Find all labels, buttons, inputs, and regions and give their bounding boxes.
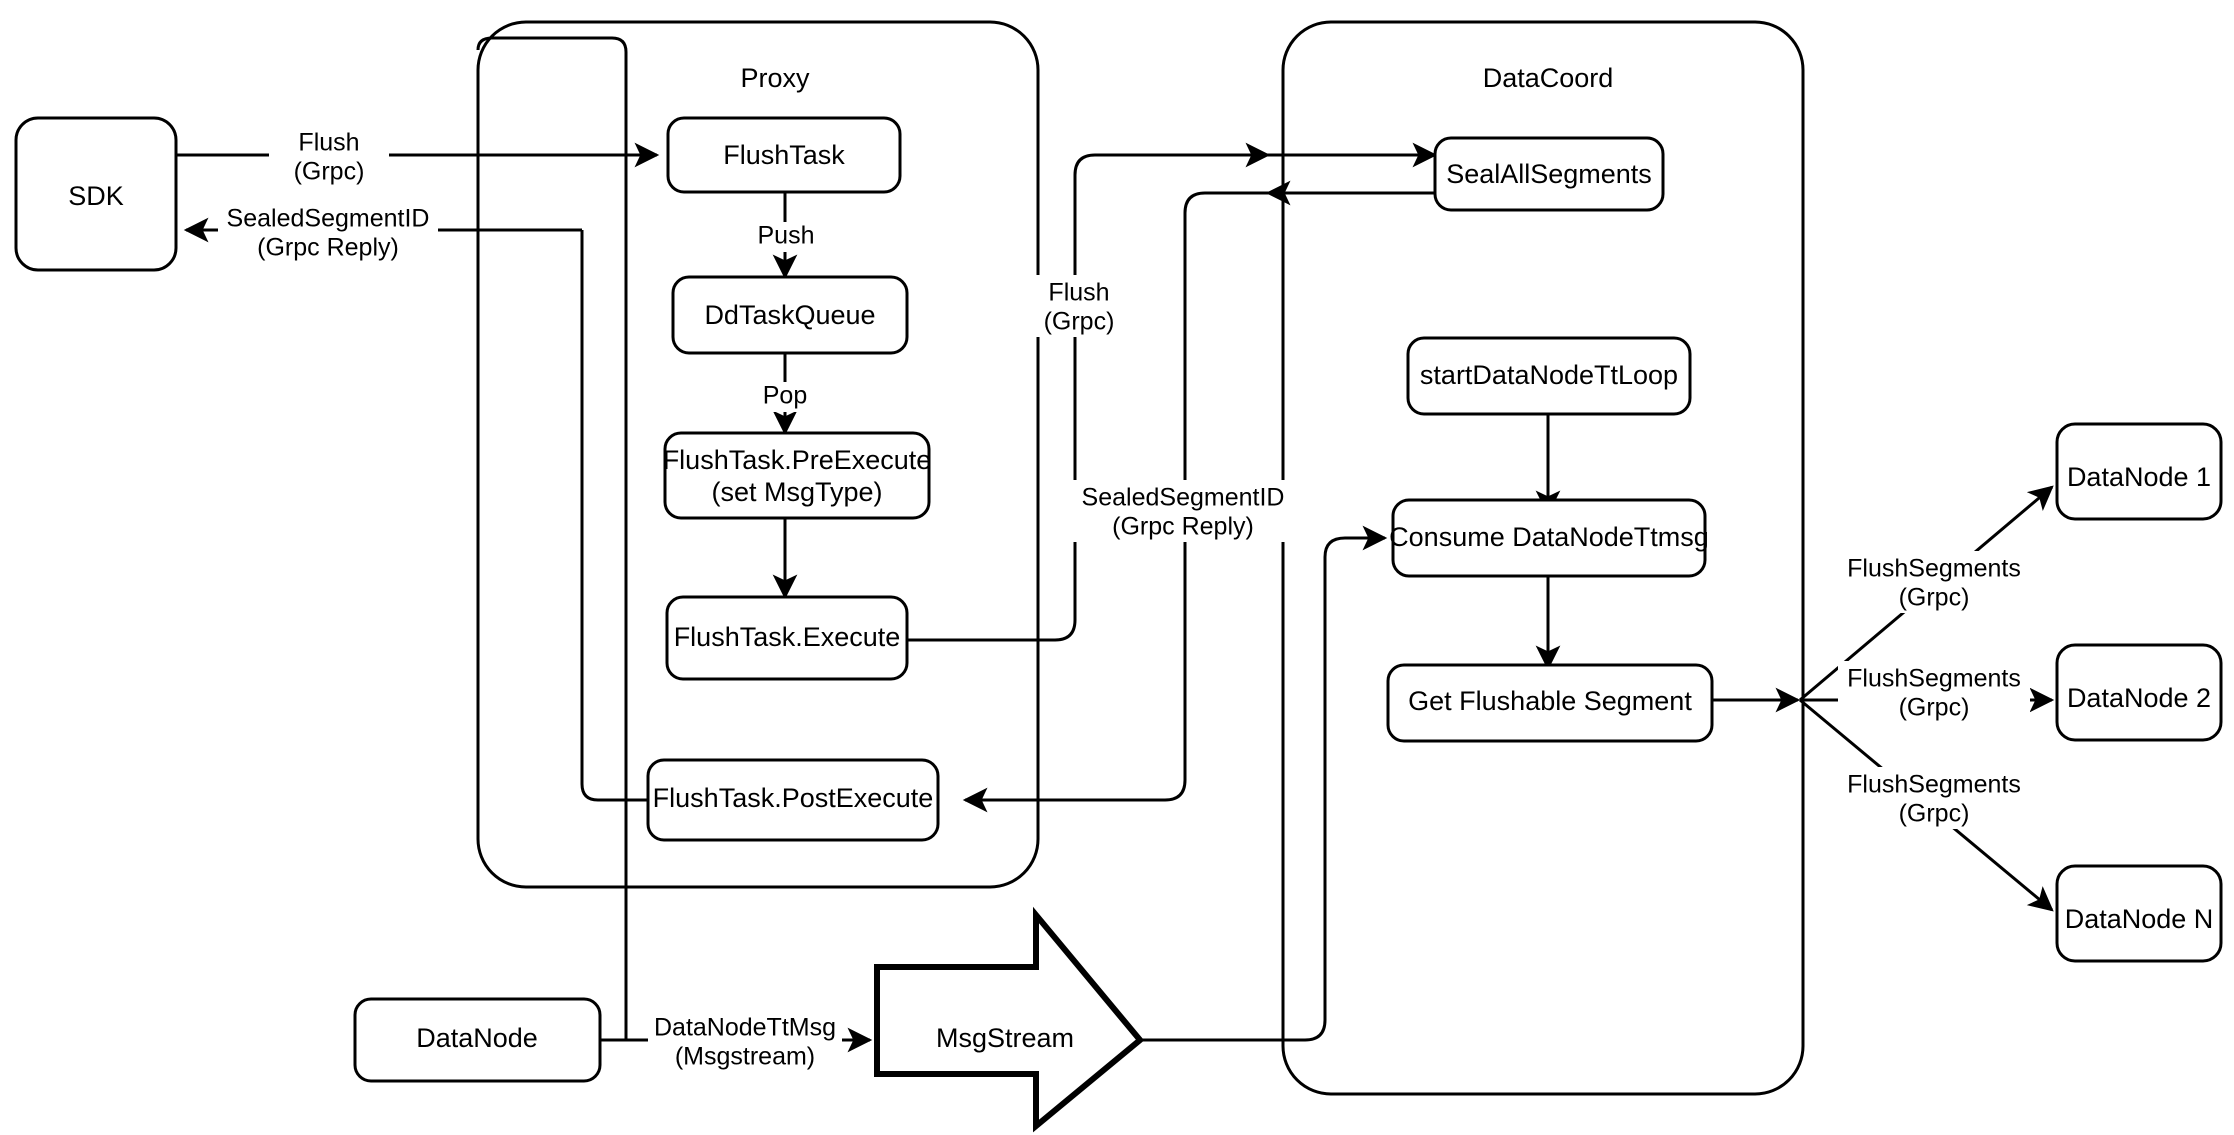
edge-label-flushsegments-1-line1: FlushSegments — [1847, 555, 2021, 583]
edge-label-flush-grpc-rail-line2: (Grpc) — [1044, 308, 1115, 336]
node-msgstream[interactable]: MsgStream — [874, 906, 1145, 1133]
node-flushtask[interactable]: FlushTask — [666, 116, 902, 194]
node-datanode2[interactable]: DataNode 2 — [2055, 643, 2223, 742]
edge-label-pop-text: Pop — [763, 382, 807, 410]
edge-label-datanodettmsg-line2: (Msgstream) — [675, 1043, 815, 1071]
proxy-container-outline — [476, 20, 1040, 889]
node-getflushablesegment-box[interactable] — [1386, 663, 1714, 743]
node-ddtaskqueue-label: DdTaskQueue — [704, 300, 875, 330]
edge-label-push-text: Push — [758, 222, 815, 250]
node-datanode2-box[interactable] — [2055, 643, 2223, 742]
node-sdk-label: SDK — [68, 181, 124, 211]
edge-label-flushsegments-2-line2: (Grpc) — [1899, 694, 1970, 722]
edge-execute-to-sealallsegments — [907, 142, 1271, 642]
node-datanode1-label: DataNode 1 — [2067, 462, 2211, 492]
node-sdk-box[interactable] — [14, 116, 178, 272]
node-postexecute[interactable]: FlushTask.PostExecute — [646, 758, 940, 842]
edge-label-datanodettmsg-line1: DataNodeTtMsg — [654, 1014, 836, 1042]
edge-label-flush-grpc-rail-line1: Flush — [1048, 279, 1109, 307]
node-sealallsegments[interactable]: SealAllSegments — [1433, 136, 1665, 212]
node-consumedatanodettmsg-box[interactable] — [1391, 498, 1707, 578]
edge-label-flushsegments-1: FlushSegments (Grpc) — [1838, 551, 2030, 613]
node-datanode1[interactable]: DataNode 1 — [2055, 422, 2223, 521]
edge-label-flush-grpc-rail: Flush (Grpc) — [1028, 275, 1128, 337]
node-startdatanodettloop-label: startDataNodeTtLoop — [1420, 360, 1678, 390]
edge-label-flushsegments-1-line2: (Grpc) — [1899, 584, 1970, 612]
edge-postexecute-to-sdk-bus — [580, 230, 648, 802]
edge-label-sealedsegmentid-rail-line2: (Grpc Reply) — [1112, 513, 1254, 541]
container-proxy: Proxy — [476, 20, 1040, 889]
node-consumedatanodettmsg[interactable]: Consume DataNodeTtmsg — [1389, 498, 1709, 578]
node-datanode1-box[interactable] — [2055, 422, 2223, 521]
node-postexecute-box[interactable] — [646, 758, 940, 842]
node-datanode-box[interactable] — [353, 997, 602, 1083]
edge-label-proxy-to-sdk-line2: (Grpc Reply) — [257, 234, 399, 262]
node-datanoden-label: DataNode N — [2065, 904, 2214, 934]
node-postexecute-label: FlushTask.PostExecute — [653, 783, 934, 813]
node-ddtaskqueue[interactable]: DdTaskQueue — [671, 275, 909, 355]
node-execute-label: FlushTask.Execute — [674, 622, 901, 652]
edge-label-push: Push — [752, 222, 820, 252]
node-preexecute-box[interactable] — [663, 431, 931, 520]
node-sealallsegments-box[interactable] — [1433, 136, 1665, 212]
node-startdatanodettloop-box[interactable] — [1406, 336, 1692, 416]
node-execute-box[interactable] — [665, 595, 909, 681]
node-flushtask-box[interactable] — [666, 116, 902, 194]
node-startdatanodettloop[interactable]: startDataNodeTtLoop — [1406, 336, 1692, 416]
edge-label-sdk-to-proxy: Flush (Grpc) — [269, 125, 389, 187]
edge-label-flushsegments-n-line1: FlushSegments — [1847, 771, 2021, 799]
node-preexecute-sublabel: (set MsgType) — [711, 477, 882, 507]
node-ddtaskqueue-box[interactable] — [671, 275, 909, 355]
node-preexecute-label: FlushTask.PreExecute — [663, 445, 932, 475]
edge-label-flushsegments-2: FlushSegments (Grpc) — [1838, 661, 2030, 723]
node-datanode-label: DataNode — [416, 1023, 538, 1053]
edge-label-flushsegments-2-line1: FlushSegments — [1847, 665, 2021, 693]
edge-label-proxy-to-sdk-line1: SealedSegmentID — [227, 205, 430, 233]
edge-label-sealedsegmentid-rail-line1: SealedSegmentID — [1082, 484, 1285, 512]
edge-label-flushsegments-n: FlushSegments (Grpc) — [1838, 767, 2030, 829]
edge-label-proxy-to-sdk: SealedSegmentID (Grpc Reply) — [218, 201, 438, 263]
edge-label-pop: Pop — [755, 382, 815, 412]
node-preexecute[interactable]: FlushTask.PreExecute (set MsgType) — [663, 431, 932, 520]
proxy-entry-rail — [476, 36, 628, 1040]
datacoord-container-outline — [1281, 20, 1805, 1096]
node-datanode[interactable]: DataNode — [353, 997, 602, 1083]
edge-msgstream-to-consume — [1140, 525, 1388, 1042]
node-msgstream-label: MsgStream — [936, 1023, 1074, 1053]
node-msgstream-arrow-shape[interactable] — [874, 906, 1145, 1133]
node-datanode2-label: DataNode 2 — [2067, 683, 2211, 713]
node-sealallsegments-label: SealAllSegments — [1446, 159, 1652, 189]
node-getflushablesegment[interactable]: Get Flushable Segment — [1386, 663, 1714, 743]
node-datanoden-box[interactable] — [2055, 864, 2223, 963]
edge-label-sdk-to-proxy-line2: (Grpc) — [294, 158, 365, 186]
node-execute[interactable]: FlushTask.Execute — [665, 595, 909, 681]
node-datanoden[interactable]: DataNode N — [2055, 864, 2223, 963]
container-datacoord: DataCoord — [1281, 20, 1805, 1096]
node-flushtask-label: FlushTask — [723, 140, 845, 170]
node-consumedatanodettmsg-label: Consume DataNodeTtmsg — [1389, 522, 1709, 552]
datacoord-container-title: DataCoord — [1483, 63, 1614, 93]
edge-label-flushsegments-n-line2: (Grpc) — [1899, 800, 1970, 828]
edge-label-sealedsegmentid-rail: SealedSegmentID (Grpc Reply) — [1073, 480, 1293, 542]
node-getflushablesegment-label: Get Flushable Segment — [1408, 686, 1692, 716]
proxy-container-title: Proxy — [740, 63, 810, 93]
edge-label-sdk-to-proxy-line1: Flush — [298, 129, 359, 157]
node-sdk[interactable]: SDK — [14, 116, 178, 272]
edge-label-datanodettmsg: DataNodeTtMsg (Msgstream) — [648, 1010, 842, 1072]
